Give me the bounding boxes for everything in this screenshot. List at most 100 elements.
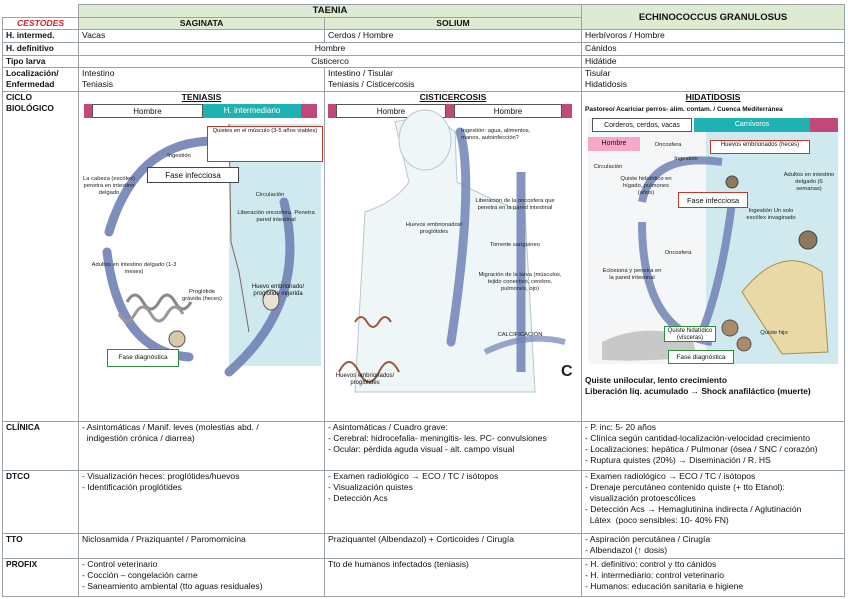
stripe-carnivoros: Carnívoros <box>694 118 810 133</box>
hidatidosis-illustration <box>588 118 838 365</box>
stripe-hombre-right: Hombre <box>454 104 562 119</box>
stripe-accent <box>301 104 317 119</box>
echino-tipo-larva: Hidátide <box>581 54 845 69</box>
solium-header: SOLIUM <box>324 16 582 31</box>
label-line: BIOLÓGICO <box>6 103 54 114</box>
huevos-mid-label: Huevos embrionados/ proglótides <box>405 222 463 236</box>
label-line: CICLO <box>6 92 33 103</box>
row-label-tipo-larva: Tipo larva <box>2 54 79 69</box>
ingestion-escolex-label: Ingestión Un solo escólex invaginado <box>746 208 796 222</box>
cell-line: - H. definitivo: control y tto cánidos <box>585 558 717 569</box>
solium-tto: Praziquantel (Albendazol) + Corticoides … <box>324 532 582 559</box>
echino-note-1: Quiste unilocular, lento crecimiento <box>585 375 727 386</box>
fase-diagnostica-box: Fase diagnóstica <box>668 350 734 365</box>
cell-line: - Detección Acs → Hemaglutinina indirect… <box>585 503 802 514</box>
cell-line: - Ruptura quistes (20%) → Diseminación /… <box>585 455 771 466</box>
fase-infecciosa-box: Fase infecciosa <box>678 192 748 209</box>
cell-line: - Ocular: pérdida aguda visual - alt. ca… <box>328 444 515 455</box>
ingestion-label: Ingestión: agua, alimentos, manos, autoi… <box>461 128 531 142</box>
huevos-embrionados-box: Huevos embrionados (heces) <box>710 140 810 155</box>
saginata-clinica: - Asintomáticas / Manif. leves (molestia… <box>78 421 325 471</box>
circulacion-label: Circulación <box>593 164 623 171</box>
cestodes-comparison-table: TAENIA ECHINOCOCCUS GRANULOSUS CESTODES … <box>2 3 845 598</box>
cell-line: - Control veterinario <box>82 558 158 569</box>
cell-line: - Visualización heces: proglótides/huevo… <box>82 470 240 481</box>
row-label-clinica: CLÍNICA <box>2 421 79 471</box>
circulacion-label: Circulación <box>255 192 285 199</box>
solium-dtco: - Examen radiológico → ECO / TC / isótop… <box>324 469 582 534</box>
torrente-label: Torrente sanguíneo <box>490 242 540 249</box>
cell-line: Tisular <box>585 68 611 79</box>
taenia-header: TAENIA <box>78 4 582 18</box>
huevos-bottom-label: Huevos embrionados/ proglótides <box>335 373 395 387</box>
cell-line: visualización protoescólices <box>585 492 696 503</box>
stripe-corderos: Corderos, cerdos, vacas <box>592 118 692 133</box>
taenia-h-definitivo: Hombre <box>78 41 582 56</box>
cell-line: - Visualización quistes <box>328 481 413 492</box>
cell-line: Intestino <box>82 68 115 79</box>
label-line: Localización/ <box>6 68 59 79</box>
cell-line: indigestión crónica / diarrea) <box>82 433 195 444</box>
cell-line: - Clínica según cantidad-localización-ve… <box>585 433 810 444</box>
proglotide-label: Proglótide grávida (heces) <box>182 289 222 303</box>
teniasis-title: TENIASIS <box>181 92 222 103</box>
cisticercosis-illustration <box>338 109 566 393</box>
oncosfera-label: Oncosfera <box>654 142 682 149</box>
saginata-profix: - Control veterinario - Cocción – congel… <box>78 557 325 598</box>
stripe-accent <box>446 104 454 119</box>
hidatidosis-title: HIDATIDOSIS <box>685 92 741 103</box>
cell-line: - Detección Acs <box>328 492 388 503</box>
eclosiona-label: Eclosiona y penetra en la pared intestin… <box>602 268 662 282</box>
cell-line: - Asintomáticas / Cuadro grave: <box>328 422 448 433</box>
cell-line: - P. inc: 5- 20 años <box>585 422 657 433</box>
liberacion-label: Liberación de la oncosfera que penetra e… <box>475 198 555 212</box>
echino-profix: - H. definitivo: control y tto cánidos -… <box>581 557 845 598</box>
stripe-accent <box>562 104 572 119</box>
cell-line: - Cerebral: hidrocefalia- meningitis- le… <box>328 433 547 444</box>
cell-line: - Saneamiento ambiental (tto aguas resid… <box>82 580 263 591</box>
cell-line: - H. intermediario: control veterinario <box>585 569 724 580</box>
cell-line: - Cocción – congelación carne <box>82 569 198 580</box>
solium-h-intermed: Cerdos / Hombre <box>324 29 582 43</box>
echino-note-2: Liberación líq. acumulado → Shock anafil… <box>585 386 811 397</box>
cell-line: - Examen radiológico → ECO / TC / isótop… <box>585 470 756 481</box>
quistes-musculo-box: Quistes en el músculo (3-5 años viables) <box>207 126 323 163</box>
row-label-h-definitivo: H. definitivo <box>2 41 79 56</box>
solium-clinica: - Asintomáticas / Cuadro grave: - Cerebr… <box>324 421 582 471</box>
hombre-box: Hombre <box>588 137 640 152</box>
quiste-hijo-label: Quiste hijo <box>760 330 788 337</box>
cell-line: - Humanos: educación sanitaria e higiene <box>585 580 744 591</box>
cell-line: - Identificación proglótides <box>82 481 182 492</box>
saginata-h-intermed: Vacas <box>78 29 325 43</box>
cell-line: Intestino / Tisular <box>328 68 393 79</box>
cell-line: - Drenaje percutáneo contenido quiste (+… <box>585 481 785 492</box>
quiste-higado-label: Quiste hidatídico en hígado, pulmones (a… <box>620 176 672 197</box>
huevo-embrionado-label: Huevo embrionado/ proglótide ingerida <box>251 284 305 298</box>
echino-notes: Quiste unilocular, lento crecimiento Lib… <box>585 375 811 397</box>
solium-profix: Tto de humanos infectados (teniasis) <box>324 557 582 598</box>
liberacion-label: Liberación oncosfera. Penetra pared inte… <box>237 210 315 224</box>
stripe-accent <box>810 118 838 133</box>
echino-h-intermed: Herbívoros / Hombre <box>581 29 845 43</box>
cell-line: - Asintomáticas / Manif. leves (molestia… <box>82 422 259 433</box>
row-label-h-intermed: H. intermed. <box>2 29 79 43</box>
echino-dtco: - Examen radiológico → ECO / TC / isótop… <box>581 469 845 534</box>
hidatidosis-subtitle: Pastoreo/ Acariciar perros- alim. contam… <box>585 106 783 114</box>
cell-line: Teniasis / Cisticercosis <box>328 79 415 90</box>
migracion-label: Migración de la larva (músculos, tejido … <box>478 272 562 293</box>
cell-line: Teniasis <box>82 79 114 90</box>
stripe-h-intermediario: H. intermediario <box>203 104 301 119</box>
row-label-profix: PROFIX <box>2 557 79 598</box>
ingestion-label: Ingestión <box>167 153 191 160</box>
oncosfera2-label: Oncosfera <box>664 250 692 257</box>
row-label-dtco: DTCO <box>2 469 79 534</box>
cell-line: - Localizaciones: hepática / Pulmonar (ó… <box>585 444 818 455</box>
cisticercosis-title: CISTICERCOSIS <box>419 92 487 103</box>
calcificacion-label: CALCIFICACIÓN <box>497 332 543 339</box>
ingestion-label: Ingestión <box>674 156 698 163</box>
saginata-dtco: - Visualización heces: proglótides/huevo… <box>78 469 325 534</box>
stripe-accent <box>328 104 336 119</box>
echinococcus-header: ECHINOCOCCUS GRANULOSUS <box>581 3 845 31</box>
fase-diagnostica-box: Fase diagnóstica <box>107 349 179 368</box>
